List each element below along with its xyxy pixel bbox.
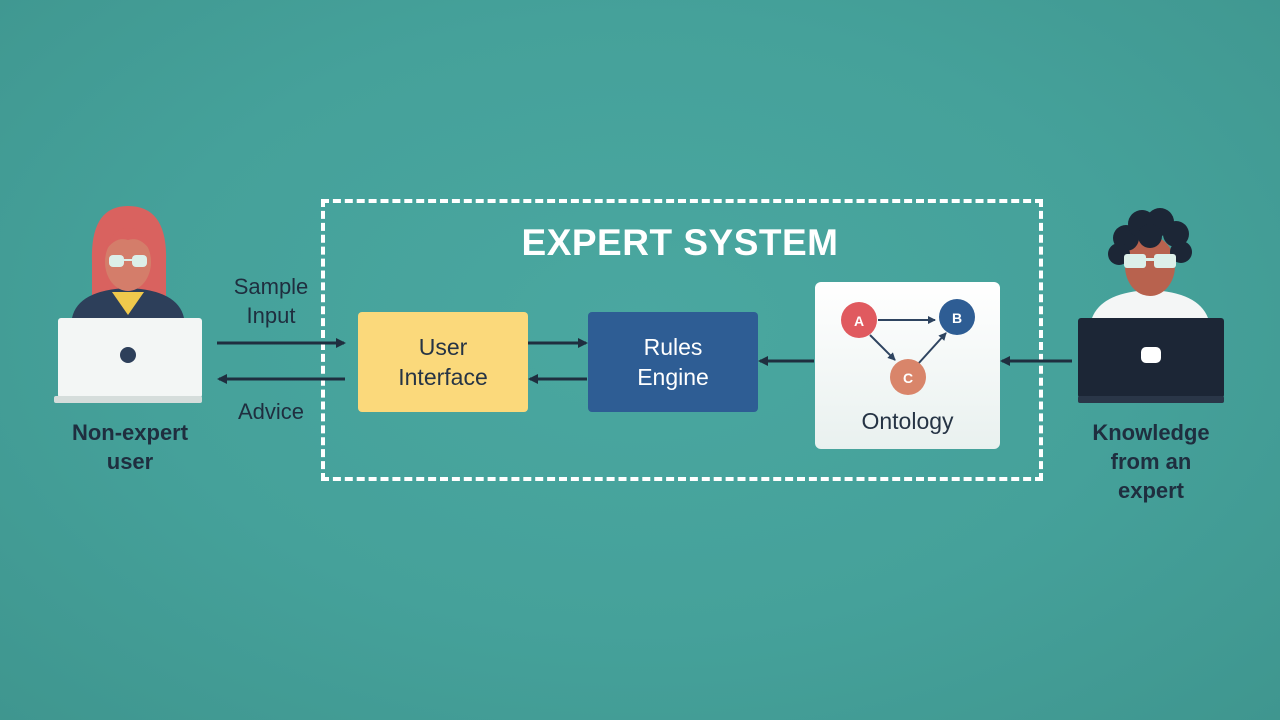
node-c-label: C	[903, 370, 913, 386]
edge-c-b	[917, 332, 947, 365]
node-b: B	[939, 299, 975, 335]
rules-engine-label-line1: Rules	[643, 334, 703, 360]
expert-face	[1125, 236, 1175, 296]
sample-input-line1: Sample	[233, 274, 309, 299]
expert-line1: Knowledge	[1092, 420, 1210, 445]
laptop-logo-icon	[120, 347, 136, 363]
laptop-base	[54, 396, 202, 403]
rules-engine-box: Rules Engine	[588, 312, 758, 412]
sample-input-line2: Input	[246, 303, 296, 328]
node-b-label: B	[952, 310, 962, 326]
collar	[112, 292, 144, 315]
expert-knowledge-label: Knowledge from an expert	[1061, 418, 1241, 505]
non-expert-user-illustration	[54, 206, 202, 403]
node-a-label: A	[854, 313, 864, 329]
expert-system-boundary	[321, 199, 1043, 481]
sample-input-label: Sample Input	[215, 272, 327, 330]
advice-label: Advice	[237, 399, 305, 424]
node-c: C	[890, 359, 926, 395]
face	[105, 233, 151, 291]
expert-illustration	[1078, 208, 1224, 403]
expert-laptop-logo-icon	[1141, 347, 1161, 363]
expert-laptop-base	[1078, 396, 1224, 403]
non-expert-line2: user	[106, 449, 154, 474]
user-interface-box: User Interface	[358, 312, 528, 412]
expert-system-title: EXPERT SYSTEM	[521, 222, 839, 263]
edge-a-c	[869, 334, 896, 361]
non-expert-line1: Non-expert	[71, 420, 189, 445]
non-expert-user-label: Non-expert user	[40, 418, 220, 476]
ontology-label: Ontology	[861, 408, 954, 434]
expert-line2: from an	[1110, 449, 1192, 474]
expert-shirt	[1092, 290, 1208, 318]
node-a: A	[841, 302, 877, 338]
expert-line3: expert	[1117, 478, 1185, 503]
rules-engine-label-line2: Engine	[637, 364, 709, 390]
ontology-graph: A B C	[841, 299, 975, 395]
user-interface-label-line2: Interface	[398, 364, 488, 390]
user-interface-label-line1: User	[418, 334, 468, 360]
